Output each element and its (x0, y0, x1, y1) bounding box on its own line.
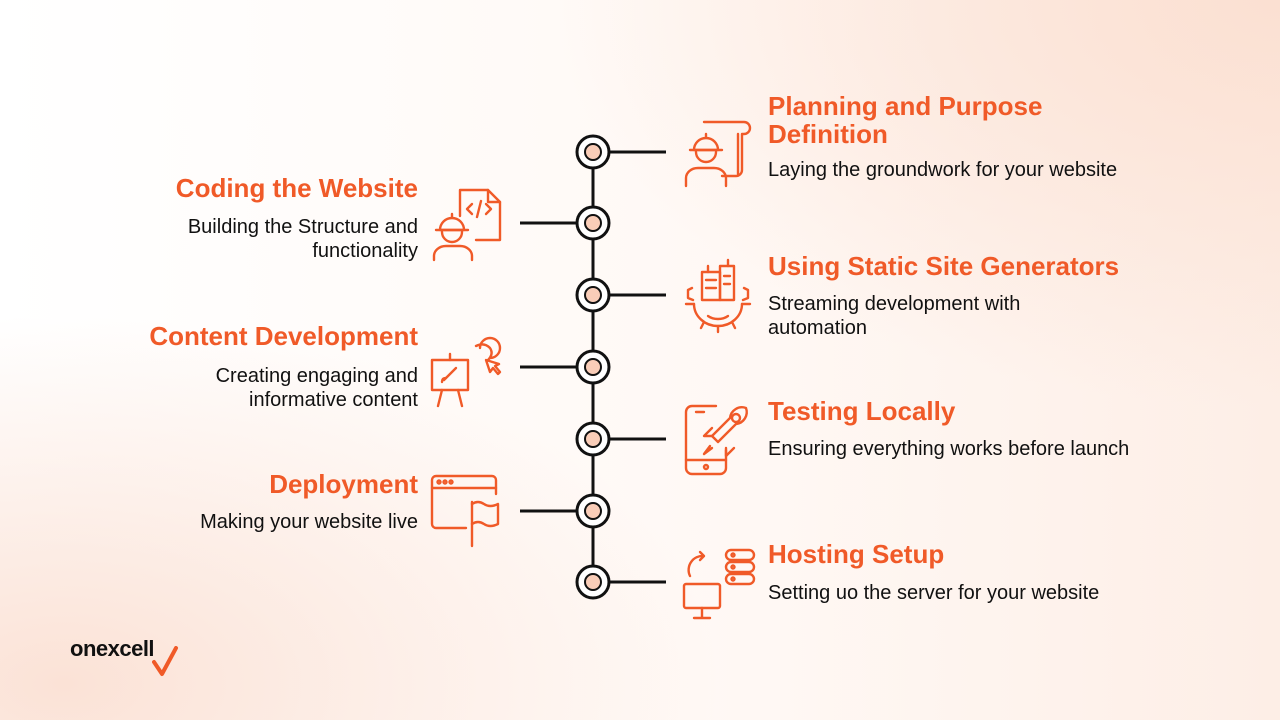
browser-flag-icon (430, 474, 500, 548)
easel-creative-icon (430, 336, 502, 408)
step-desc-deployment: Making your website live (200, 511, 418, 533)
timeline-node-6 (575, 493, 611, 529)
onexcell-logo: onexcell (70, 636, 155, 661)
server-monitor-icon (682, 548, 756, 620)
timeline-node-4 (575, 349, 611, 385)
timeline-node-7 (575, 564, 611, 600)
step-title-deployment: Deployment (269, 469, 418, 499)
step-title-testing: Testing Locally (768, 396, 956, 426)
timeline-node-1 (575, 134, 611, 170)
step-title-content: Content Development (149, 321, 418, 351)
timeline-node-3 (575, 277, 611, 313)
phone-rocket-icon (684, 404, 748, 476)
step-title-ssg: Using Static Site Generators (768, 251, 1120, 281)
step-desc-coding: Building the Structure and functionality (187, 216, 418, 262)
timeline-node-2 (575, 205, 611, 241)
step-title-planning: Planning and Purpose Definition (768, 91, 1043, 149)
gear-building-icon (684, 258, 752, 334)
developer-code-icon (432, 188, 502, 262)
step-desc-planning: Laying the groundwork for your website (768, 159, 1118, 181)
step-desc-hosting: Setting uo the server for your website (768, 582, 1100, 604)
step-desc-testing: Ensuring everything works before launch (768, 438, 1130, 460)
step-desc-ssg: Streaming development with automation (768, 293, 1021, 339)
step-title-coding: Coding the Website (175, 173, 418, 203)
step-title-hosting: Hosting Setup (768, 539, 945, 569)
step-desc-content: Creating engaging and informative conten… (215, 365, 418, 411)
planner-icon (684, 120, 752, 188)
logo-check-icon (152, 646, 178, 676)
timeline-node-5 (575, 421, 611, 457)
